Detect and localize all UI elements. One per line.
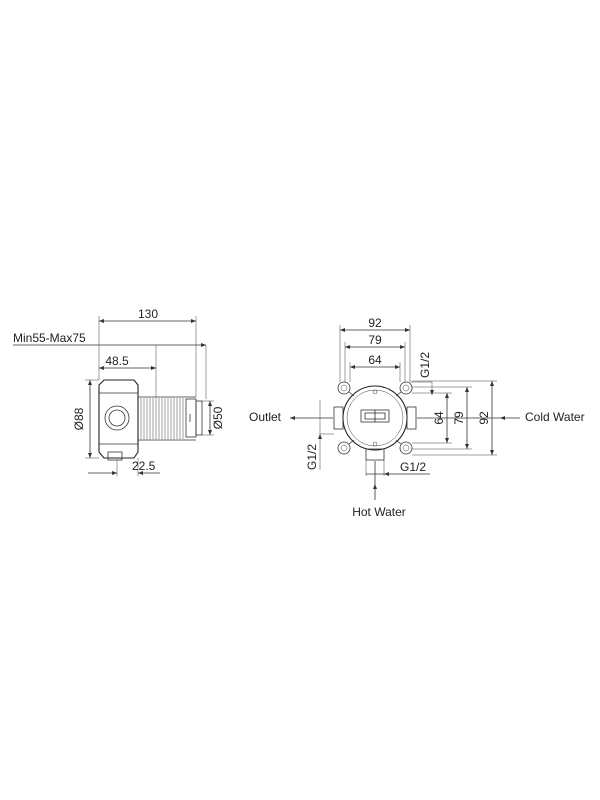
side-port-outer	[104, 405, 130, 431]
side-ribbed-sleeve	[138, 396, 196, 441]
mounting-lugs	[337, 381, 413, 455]
label-cold-water: Cold Water	[525, 410, 585, 424]
outlet-stub	[333, 406, 344, 430]
thread-left: G1/2	[305, 444, 319, 470]
label-outlet: Outlet	[249, 410, 282, 424]
front-view: 92 79 64 G1/2 64 79	[249, 316, 585, 519]
dim-22-5: 22.5	[132, 459, 156, 473]
dim-dia88: Ø88	[72, 407, 86, 430]
cold-water-stub	[406, 406, 417, 430]
dim-130: 130	[138, 307, 158, 321]
dim-min55-max75: Min55-Max75	[13, 331, 86, 345]
dim-top-64: 64	[368, 353, 382, 367]
dim-top-79: 79	[368, 333, 382, 347]
side-body-outline	[98, 379, 139, 459]
thread-bottom: G1/2	[400, 460, 426, 474]
dim-top-92: 92	[368, 316, 382, 330]
dim-48-5: 48.5	[105, 354, 129, 368]
side-view: 130 Min55-Max75 48.5 Ø88 Ø50 22.5	[13, 307, 225, 476]
thread-top-right: G1/2	[418, 352, 432, 378]
hot-water-stub	[365, 448, 385, 461]
side-port-inner	[108, 409, 126, 427]
label-hot-water: Hot Water	[352, 505, 406, 519]
dim-dia50: Ø50	[211, 406, 225, 429]
side-end-cap	[185, 398, 197, 438]
